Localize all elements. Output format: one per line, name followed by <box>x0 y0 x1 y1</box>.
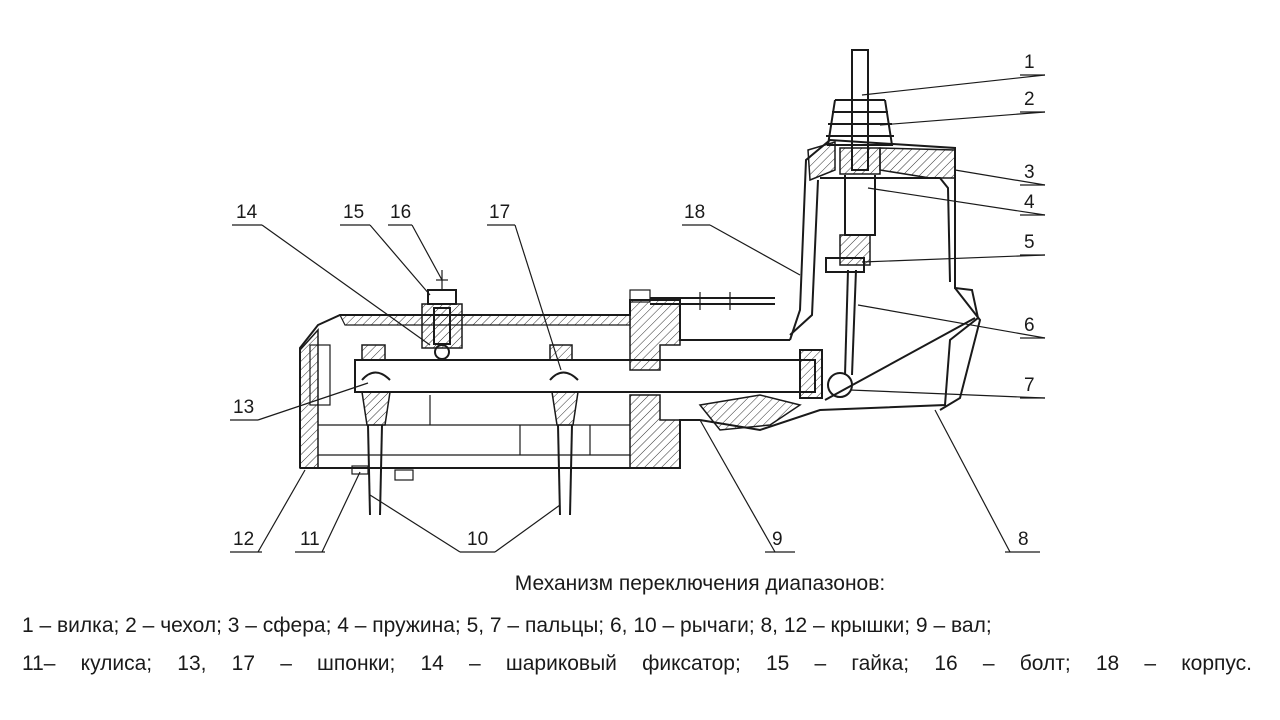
callout-17: 17 <box>489 202 510 223</box>
callout-15: 15 <box>343 202 364 223</box>
callout-7: 7 <box>1024 375 1035 396</box>
callout-8: 8 <box>1018 529 1029 550</box>
callout-11: 11 <box>300 529 320 550</box>
gearbox-housing <box>299 299 790 469</box>
legend-line-2: 11– кулиса; 13, 17 – шпонки; 14 – шарико… <box>22 652 1252 675</box>
callout-12: 12 <box>233 529 254 550</box>
callout-18: 18 <box>684 202 705 223</box>
mechanism-drawing: 1 2 3 4 5 6 7 8 9 10 11 12 13 14 15 16 1… <box>230 49 1046 553</box>
right-housing <box>698 138 982 432</box>
legend-line-1: 1 – вилка; 2 – чехол; 3 – сфера; 4 – пру… <box>22 614 992 637</box>
callout-16: 16 <box>390 202 411 223</box>
main-shaft <box>354 349 823 399</box>
gear-lever <box>824 49 976 401</box>
callout-5: 5 <box>1024 232 1035 253</box>
callout-6: 6 <box>1024 315 1035 336</box>
callout-10: 10 <box>467 529 488 550</box>
callout-3: 3 <box>1024 162 1035 183</box>
ball-detent <box>421 270 463 360</box>
leader-lines <box>230 74 1046 553</box>
top-lever <box>629 289 775 310</box>
callout-4: 4 <box>1024 192 1035 213</box>
callout-2: 2 <box>1024 89 1035 110</box>
callout-9: 9 <box>772 529 783 550</box>
callout-1: 1 <box>1024 52 1035 73</box>
callout-14: 14 <box>236 202 258 223</box>
caption-title: Механизм переключения диапазонов: <box>514 572 886 595</box>
callout-13: 13 <box>233 397 254 418</box>
fork-levers <box>351 344 579 516</box>
